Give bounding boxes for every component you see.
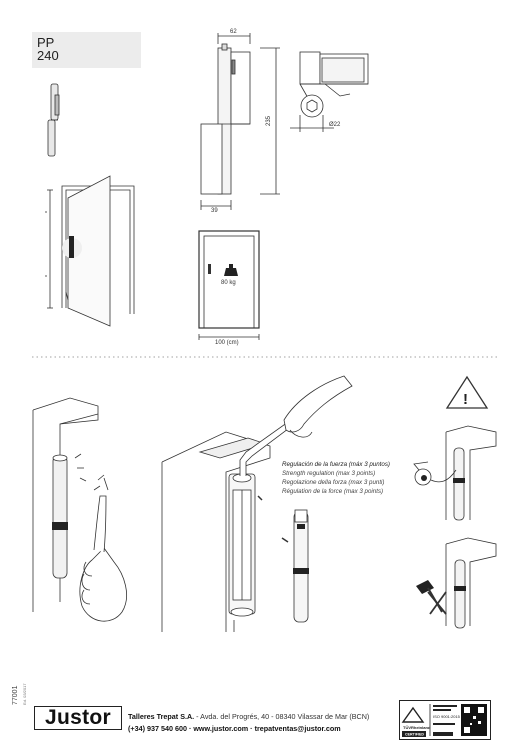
regulation-fr: Régulation de la force (max 3 points) <box>282 488 383 495</box>
install-step-hand <box>32 397 127 622</box>
dim-width-bottom: 39 <box>211 208 218 214</box>
technical-drawing: 62 235 39 Ø22 80 kg 100 (cm) ! Regulació… <box>32 29 497 632</box>
document-edition: Ed. 03/2017 <box>22 683 27 705</box>
warning-exclamation: ! <box>463 391 468 408</box>
cert-label: CERTIFIED <box>405 733 424 737</box>
justor-logo: Justor <box>34 706 122 730</box>
warning-icon <box>445 375 489 409</box>
dim-diameter: Ø22 <box>329 122 341 128</box>
company-contact: (+34) 937 540 600 · www.justor.com · tre… <box>128 724 341 733</box>
install-step-warning-a <box>413 425 497 521</box>
regulation-it: Regolazione della forza (max 3 punti) <box>282 479 385 486</box>
hinge-front-view <box>200 33 280 210</box>
cert-iso: ISO 9001:2015 <box>433 714 461 719</box>
regulation-en: Strength regulation (max 3 points) <box>282 470 375 477</box>
model-name: PP <box>37 35 55 50</box>
hinge-thumbnail <box>47 83 60 157</box>
door-weight-diagram <box>198 230 260 340</box>
document-code: 77001 <box>12 685 19 705</box>
cert-title: TÜVRheinland <box>403 725 431 730</box>
company-name: Talleres Trepat S.A. <box>128 712 195 721</box>
address-text: - Avda. del Progrés, 40 - 08340 Vilassar… <box>194 712 370 721</box>
tuv-triangle-icon <box>401 706 425 723</box>
regulation-es: Regulación de la fuerza (máx 3 puntos) <box>282 461 390 468</box>
hinge-top-view <box>290 51 369 132</box>
install-step-warning-b <box>416 537 497 629</box>
door-diagram <box>45 175 135 327</box>
dim-width-top: 62 <box>230 29 237 35</box>
model-number: 240 <box>37 48 59 63</box>
model-box <box>32 32 141 68</box>
certification-badge: TÜVRheinland CERTIFIED ISO 9001:2015 <box>399 700 491 740</box>
company-address: Talleres Trepat S.A. - Avda. del Progrés… <box>128 712 369 721</box>
dim-door-width: 100 (cm) <box>215 340 239 346</box>
install-step-regulation <box>161 375 353 632</box>
dim-weight: 80 kg <box>221 280 236 286</box>
dim-height: 235 <box>266 115 272 126</box>
